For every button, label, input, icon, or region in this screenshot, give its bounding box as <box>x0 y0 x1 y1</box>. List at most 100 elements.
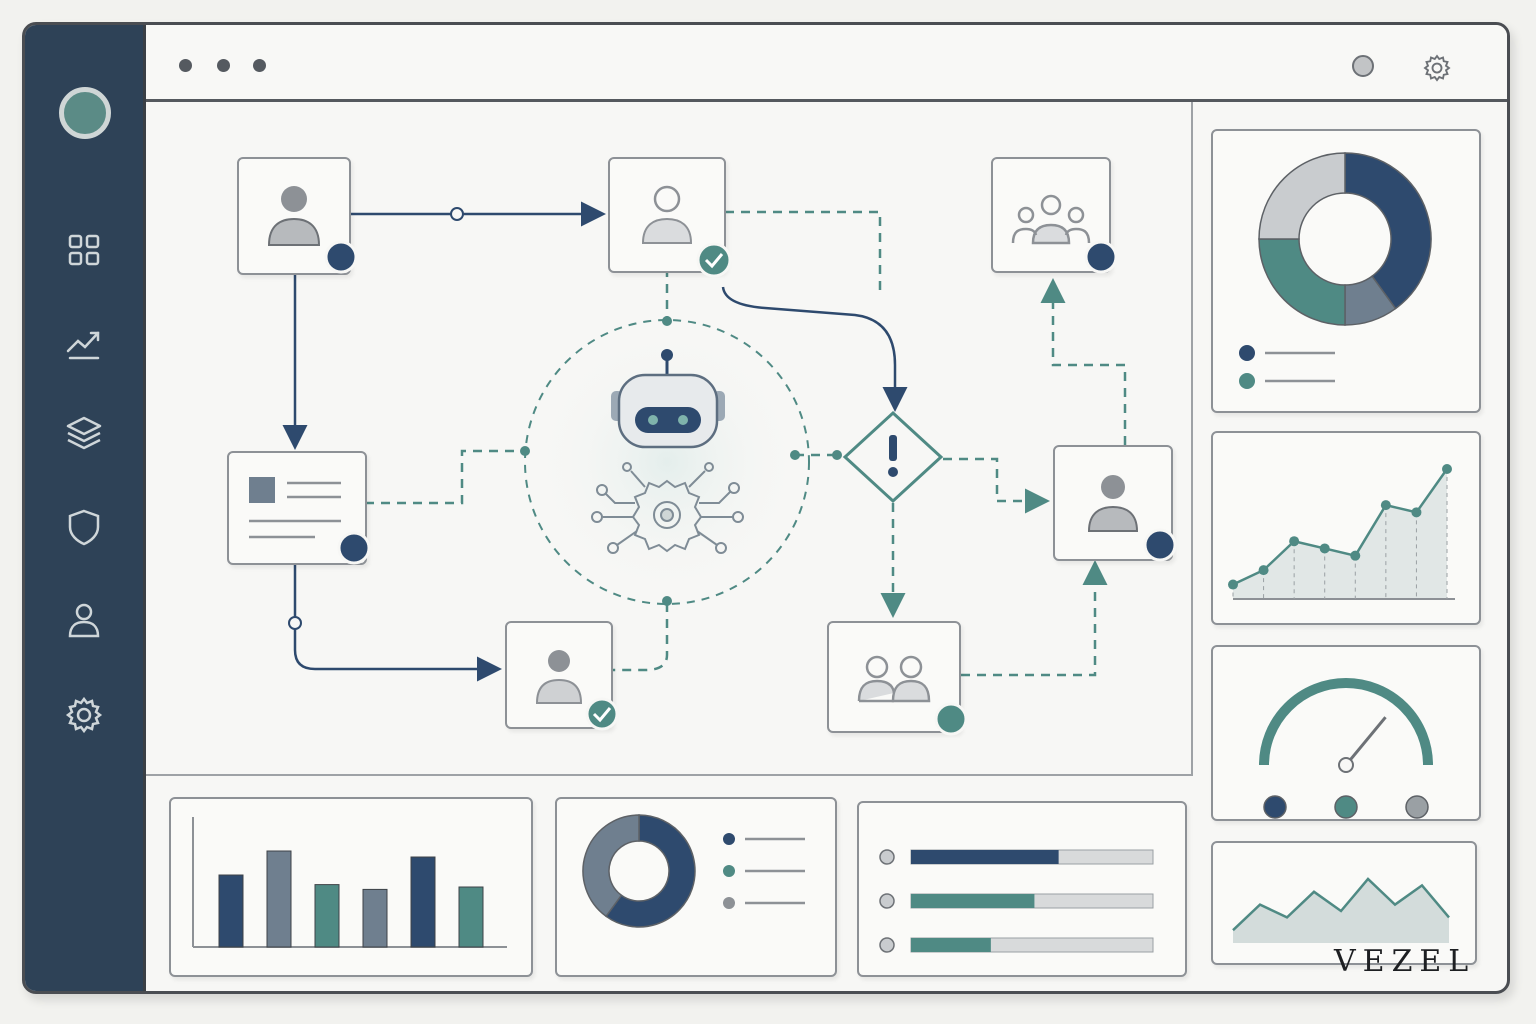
connector-joint <box>450 207 464 221</box>
gear-circuit-icon <box>591 462 744 554</box>
line-chart-widget[interactable] <box>1211 431 1481 625</box>
dashed-connector <box>610 603 669 672</box>
legend-row <box>723 833 805 845</box>
legend <box>723 833 805 909</box>
connector-joint <box>288 616 302 630</box>
bar-chart-widget[interactable] <box>169 797 533 977</box>
sidebar <box>25 25 146 991</box>
bar <box>314 884 340 948</box>
workflow-canvas <box>146 102 1193 776</box>
gauge-legend-dot <box>1405 795 1429 819</box>
dashed-connector <box>943 457 1050 514</box>
bar <box>218 874 244 948</box>
pair-users-icon <box>857 655 931 703</box>
data-point <box>1380 500 1391 511</box>
layers-icon[interactable] <box>64 413 104 453</box>
donut-chart-widget[interactable] <box>1211 129 1481 413</box>
shield-icon[interactable] <box>64 507 104 547</box>
bar <box>266 850 292 948</box>
status-dot-navy <box>337 531 371 565</box>
mountain-chart-widget[interactable] <box>1211 841 1477 965</box>
data-point <box>1350 550 1361 561</box>
app-logo[interactable] <box>59 87 111 139</box>
bar <box>410 856 436 948</box>
gauge-legend-dot <box>1334 795 1358 819</box>
progress-bars <box>879 849 1154 953</box>
connector-arrow <box>721 286 908 412</box>
legend <box>1239 345 1335 389</box>
donut-slice <box>1258 152 1346 240</box>
legend-row <box>723 897 805 909</box>
gauge <box>1259 678 1433 819</box>
row-dot <box>879 893 895 909</box>
user-icon[interactable] <box>64 600 104 640</box>
dashboard-grid-icon[interactable] <box>64 230 104 270</box>
dashed-connector <box>961 560 1108 677</box>
data-point <box>1411 507 1422 518</box>
donut-slice <box>1258 238 1346 326</box>
progress-list-widget[interactable] <box>857 801 1187 977</box>
data-point <box>1442 464 1452 474</box>
dashed-connector <box>1040 278 1127 445</box>
progress-fill <box>911 938 991 952</box>
area-chart <box>1232 877 1450 943</box>
gauge-arc <box>1259 678 1433 766</box>
alert-diamond-icon[interactable] <box>842 410 944 504</box>
series-line <box>1232 468 1449 586</box>
robot-icon <box>611 349 725 449</box>
bar-chart <box>192 817 507 948</box>
dashed-connector <box>725 210 882 297</box>
status-dot-icon[interactable] <box>1350 53 1376 79</box>
line-chart <box>1228 464 1455 600</box>
user-icon <box>535 650 583 704</box>
data-point <box>1228 579 1238 590</box>
gear-icon[interactable] <box>1422 53 1451 82</box>
analytics-trend-icon[interactable] <box>64 323 104 363</box>
bar <box>458 886 484 948</box>
status-dot-navy <box>1084 240 1118 274</box>
workflow-connectors <box>282 201 908 682</box>
window-dot[interactable] <box>253 59 266 72</box>
row-dot <box>879 937 895 953</box>
donut-chart <box>1258 152 1432 326</box>
user-icon <box>267 186 321 246</box>
check-badge-icon <box>696 242 732 278</box>
progress-fill <box>911 850 1059 864</box>
connector-arrow <box>293 563 502 682</box>
progress-fill <box>911 894 1035 908</box>
gauge-needle <box>1344 716 1387 766</box>
user-node-verified[interactable] <box>608 157 726 273</box>
status-dot-navy <box>1143 528 1177 562</box>
legend-dot <box>1239 345 1255 361</box>
row-dot <box>879 849 895 865</box>
donut-slice <box>582 814 640 918</box>
user-icon <box>641 185 693 244</box>
status-dot-navy <box>324 240 358 274</box>
dashed-connectors <box>365 210 1127 677</box>
watermark-logo: VEZEL <box>1334 944 1476 979</box>
gauge-widget[interactable] <box>1211 645 1481 821</box>
data-point <box>1319 543 1330 554</box>
series-line <box>1232 877 1450 932</box>
ai-hub[interactable] <box>520 316 842 606</box>
gauge-legend-dot <box>1263 795 1287 819</box>
donut-slice <box>1344 152 1432 310</box>
window-dot[interactable] <box>217 59 230 72</box>
data-point <box>1289 536 1300 547</box>
app-window <box>22 22 1510 994</box>
settings-gear-icon[interactable] <box>64 695 104 735</box>
workflow-diagram <box>282 201 1127 682</box>
legend-row <box>723 865 805 877</box>
title-bar <box>146 25 1507 102</box>
donut-slice <box>605 814 696 928</box>
data-point <box>1258 565 1269 576</box>
area-fill <box>1233 469 1447 599</box>
document-icon <box>249 477 341 539</box>
small-donut-widget[interactable] <box>555 797 837 977</box>
check-badge-icon <box>585 697 619 731</box>
user-icon <box>1087 475 1139 532</box>
legend-dot <box>1239 373 1255 389</box>
small-donut-chart <box>582 814 696 928</box>
gauge-hub <box>1338 757 1354 773</box>
window-dot[interactable] <box>179 59 192 72</box>
